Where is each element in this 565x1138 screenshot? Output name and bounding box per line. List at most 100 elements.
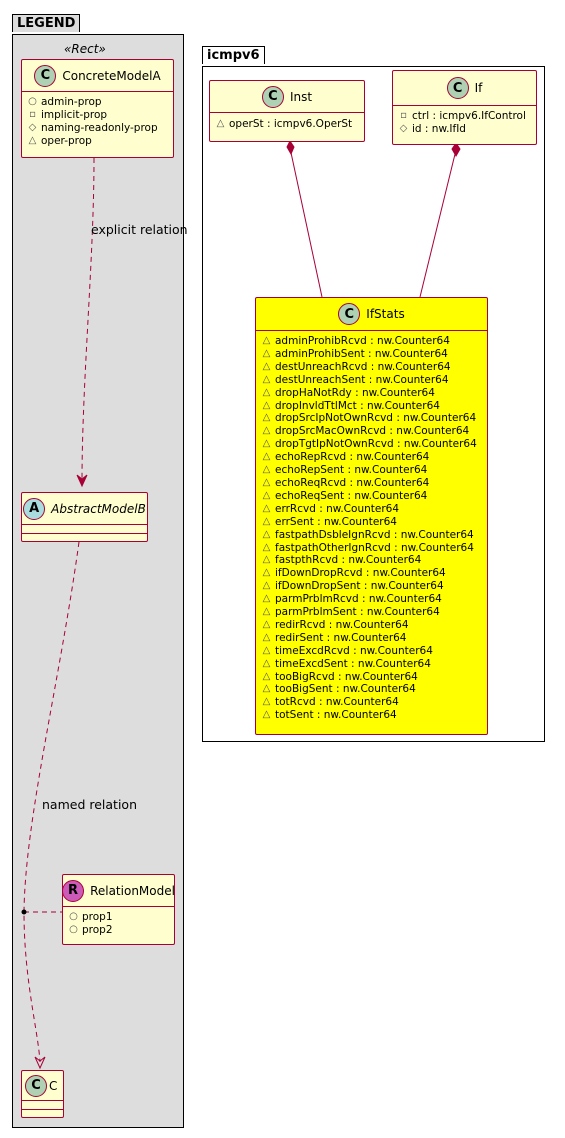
package-visibility-icon: △: [262, 554, 271, 566]
attr-text: dropSrcMacOwnRcvd : nw.Counter64: [275, 425, 470, 438]
attr-row: △timeExcdSent : nw.Counter64: [262, 658, 481, 671]
package-visibility-icon: △: [216, 118, 225, 129]
attr-row: △ adminProhibSent : nw.Counter64: [262, 348, 481, 361]
class-inst[interactable]: C Inst △operSt : icmpv6.OperSt: [209, 80, 365, 142]
class-c-icon: C: [261, 85, 284, 108]
package-visibility-icon: △: [262, 438, 271, 450]
if-ifstats-composition: [419, 149, 457, 298]
attr-text: echoReqSent : nw.Counter64: [275, 489, 428, 502]
attr-text: parmPrblmSent : nw.Counter64: [275, 606, 440, 619]
package-visibility-icon: △: [262, 399, 271, 411]
package-visibility-icon: △: [262, 528, 271, 540]
attr-text: timeExcdRcvd : nw.Counter64: [275, 644, 433, 657]
attr-row: △ ifDownDropSent : nw.Counter64: [262, 580, 481, 593]
class-relation-model[interactable]: R RelationModel ○prop1 ○prop2: [62, 874, 175, 945]
attr-row: △ dropSrcMacOwnRcvd : nw.Counter64: [262, 425, 481, 438]
class-name: AbstractModelB: [51, 501, 146, 516]
public-visibility-icon: ○: [69, 911, 78, 922]
class-r-icon: R: [62, 879, 85, 902]
attr-text: errSent : nw.Counter64: [275, 515, 397, 528]
package-visibility-icon: △: [262, 657, 271, 669]
attr-text: redirRcvd : nw.Counter64: [275, 618, 409, 631]
package-visibility-icon: △: [262, 360, 271, 372]
attr-text: errRcvd : nw.Counter64: [275, 502, 400, 515]
relation-junction-dot: [21, 909, 27, 915]
package-visibility-icon: △: [262, 580, 271, 592]
package-visibility-icon: △: [262, 644, 271, 656]
attr-text: adminProhibSent : nw.Counter64: [275, 347, 448, 360]
package-visibility-icon: △: [262, 567, 271, 579]
attr-row: △tooBigRcvd : nw.Counter64: [262, 671, 481, 684]
icmpv6-package-tab: icmpv6: [202, 46, 265, 64]
attr-text: echoRepRcvd : nw.Counter64: [275, 451, 430, 464]
package-visibility-icon: △: [262, 425, 271, 437]
class-ifstats[interactable]: C IfStats △adminProhibRcvd : nw.Counter6…: [255, 297, 488, 735]
attr-row: ○admin-prop: [28, 96, 102, 108]
attr-text: dropTgtIpNotOwnRcvd : nw.Counter64: [275, 438, 477, 451]
attr-row: △ dropSrcIpNotOwnRcvd : nw.Counter64: [262, 412, 481, 425]
package-visibility-icon: △: [262, 709, 271, 721]
inst-composition-diamond: [286, 140, 295, 156]
class-concrete-model-a[interactable]: C ConcreteModelA ○admin-prop ▫implicit-p…: [21, 59, 174, 158]
attr-text: echoReqRcvd : nw.Counter64: [275, 476, 430, 489]
class-name: If: [474, 81, 483, 95]
attr-row: △echoReqRcvd : nw.Counter64: [262, 477, 481, 490]
attr-row: △ parmPrblmSent : nw.Counter64: [262, 606, 481, 619]
package-visibility-icon: △: [262, 515, 271, 527]
explicit-relation-arrowhead: [76, 474, 88, 488]
class-name: ConcreteModelA: [62, 68, 161, 83]
attr-row: ▫implicit-prop: [29, 108, 108, 121]
attr-row: △errRcvd : nw.Counter64: [262, 503, 481, 516]
attr-row: △echoRepRcvd : nw.Counter64: [262, 451, 481, 464]
public-visibility-icon: ○: [28, 96, 37, 107]
attr-text: fastpathDsbleIgnRcvd : nw.Counter64: [275, 528, 474, 541]
attr-text: dropSrcIpNotOwnRcvd : nw.Counter64: [275, 412, 477, 425]
attr-row: △ destUnreachRcvd : nw.Counter64: [262, 361, 481, 374]
attr-text: redirSent : nw.Counter64: [275, 631, 407, 644]
attr-row: ○prop1: [69, 911, 113, 923]
attr-row: △totRcvd : nw.Counter64: [262, 696, 481, 709]
class-c-icon: C: [25, 1074, 47, 1097]
class-if[interactable]: C If ▫ctrl : icmpv6.IfControl ◇id : nw.I…: [392, 70, 537, 145]
attr-row: △operSt : icmpv6.OperSt: [216, 118, 353, 130]
attr-text: totRcvd : nw.Counter64: [275, 696, 399, 709]
package-visibility-icon: △: [262, 347, 271, 359]
attr-row: △ dropTgtIpNotOwnRcvd : nw.Counter64: [262, 438, 481, 451]
class-abstract-model-b[interactable]: A AbstractModelB: [21, 492, 148, 542]
attr-row: △fastpthRcvd : nw.Counter64: [262, 554, 481, 567]
attr-row: △echoRepSent : nw.Counter64: [262, 464, 481, 477]
attr-row: ◇id : nw.IfId: [399, 122, 466, 135]
attr-row: ▫ctrl : icmpv6.IfControl: [400, 110, 526, 122]
package-visibility-icon: △: [262, 618, 271, 630]
package-visibility-icon: △: [28, 134, 37, 146]
package-visibility-icon: △: [262, 606, 271, 618]
attr-row: △oper-prop: [28, 134, 92, 147]
legend-package-title: LEGEND: [17, 16, 76, 31]
attr-row: △totSent : nw.Counter64: [262, 709, 481, 722]
protected-visibility-icon: ◇: [399, 122, 408, 134]
attr-row: △ redirRcvd : nw.Counter64: [262, 619, 481, 632]
package-visibility-icon: △: [262, 489, 271, 501]
named-relation-arrowhead: [34, 1056, 46, 1070]
class-name: Inst: [289, 89, 313, 104]
attr-text: fastpathOtherIgnRcvd : nw.Counter64: [275, 541, 474, 554]
attr-row: △dropInvldTtlMct : nw.Counter64: [262, 400, 481, 413]
package-visibility-icon: △: [262, 386, 271, 398]
attr-row: △ifDownDropRcvd : nw.Counter64: [262, 567, 481, 580]
package-visibility-icon: △: [262, 593, 271, 605]
protected-visibility-icon: ◇: [28, 121, 37, 133]
package-visibility-icon: △: [262, 683, 271, 695]
private-visibility-icon: ▫: [29, 108, 36, 120]
attr-text: destUnreachSent : nw.Counter64: [275, 373, 449, 386]
class-c-icon: C: [446, 77, 469, 99]
package-visibility-icon: △: [262, 412, 271, 424]
attr-text: tooBigSent : nw.Counter64: [275, 683, 416, 696]
class-c[interactable]: C C: [21, 1070, 64, 1118]
package-visibility-icon: △: [262, 464, 271, 476]
attr-row: △ timeExcdRcvd : nw.Counter64: [262, 645, 481, 658]
package-visibility-icon: △: [262, 541, 271, 553]
attr-row: △adminProhibRcvd : nw.Counter64: [262, 335, 481, 348]
attr-text: ifDownDropSent : nw.Counter64: [275, 580, 444, 593]
inst-ifstats-composition: [289, 147, 323, 298]
attr-text: destUnreachRcvd : nw.Counter64: [275, 360, 451, 373]
